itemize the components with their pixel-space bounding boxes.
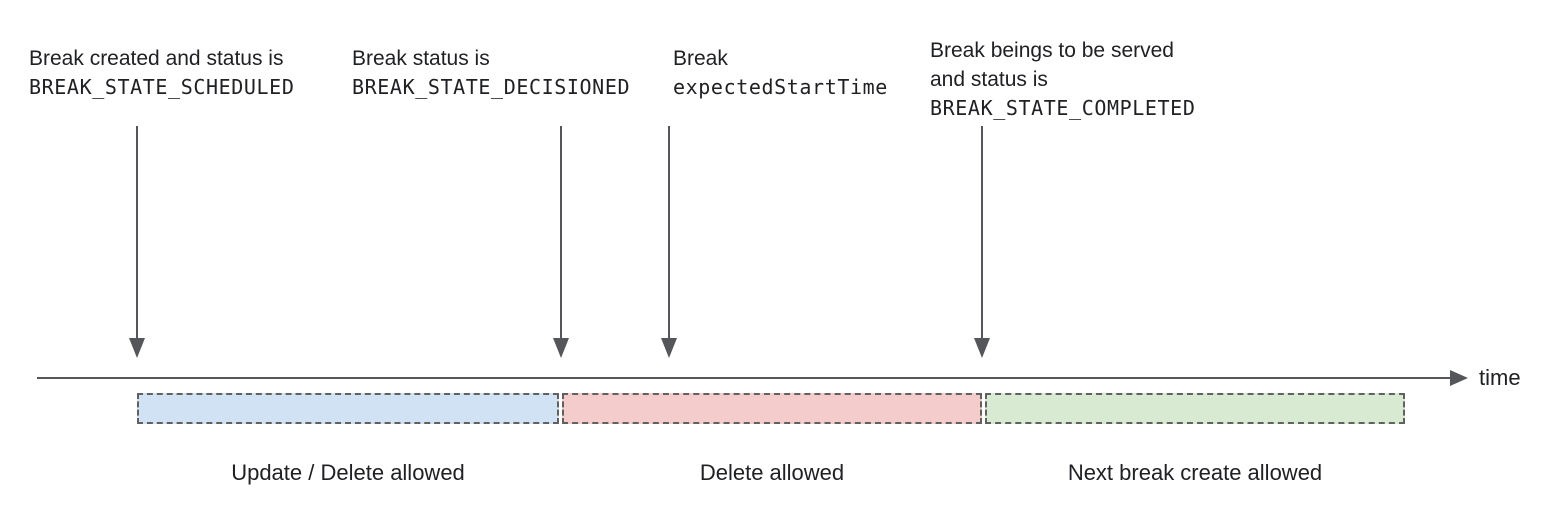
annotation-state-code: BREAK_STATE_SCHEDULED: [29, 75, 295, 99]
annotation-break-completed: Break beings to be served and status is …: [930, 36, 1195, 123]
down-arrow-icon: [661, 126, 677, 358]
arrow-head: [974, 338, 990, 358]
arrow-head: [129, 338, 145, 358]
arrow-shaft: [560, 126, 562, 339]
segment-next-break-create-allowed: [985, 393, 1405, 424]
annotation-text: Break status is: [352, 47, 490, 70]
time-axis-arrowhead-icon: [1450, 370, 1468, 386]
annotation-text: Break: [673, 47, 728, 70]
time-axis-line: [37, 377, 1451, 379]
annotation-break-decisioned: Break status is BREAK_STATE_DECISIONED: [352, 44, 630, 102]
segment-delete-allowed: [562, 393, 982, 424]
annotation-state-code: BREAK_STATE_COMPLETED: [930, 96, 1196, 120]
arrow-shaft: [981, 126, 983, 339]
arrow-shaft: [136, 126, 138, 339]
annotation-state-code: BREAK_STATE_DECISIONED: [352, 75, 631, 99]
down-arrow-icon: [129, 126, 145, 358]
annotation-text: Break created and status is: [29, 47, 284, 70]
annotation-text: Break beings to be served: [930, 39, 1174, 62]
arrow-shaft: [668, 126, 670, 339]
segment-caption: Update / Delete allowed: [231, 460, 465, 485]
arrow-head: [661, 338, 677, 358]
annotation-text: and status is: [930, 68, 1048, 91]
annotation-expected-start-time: Break expectedStartTime: [673, 44, 888, 102]
time-axis-label: time: [1479, 365, 1521, 390]
segment-caption: Next break create allowed: [1067, 460, 1323, 485]
segment-caption: Delete allowed: [699, 460, 845, 485]
annotation-break-created: Break created and status is BREAK_STATE_…: [29, 44, 294, 102]
down-arrow-icon: [974, 126, 990, 358]
arrow-head: [553, 338, 569, 358]
down-arrow-icon: [553, 126, 569, 358]
annotation-field-code: expectedStartTime: [673, 75, 888, 99]
segment-update-delete-allowed: [137, 393, 559, 424]
